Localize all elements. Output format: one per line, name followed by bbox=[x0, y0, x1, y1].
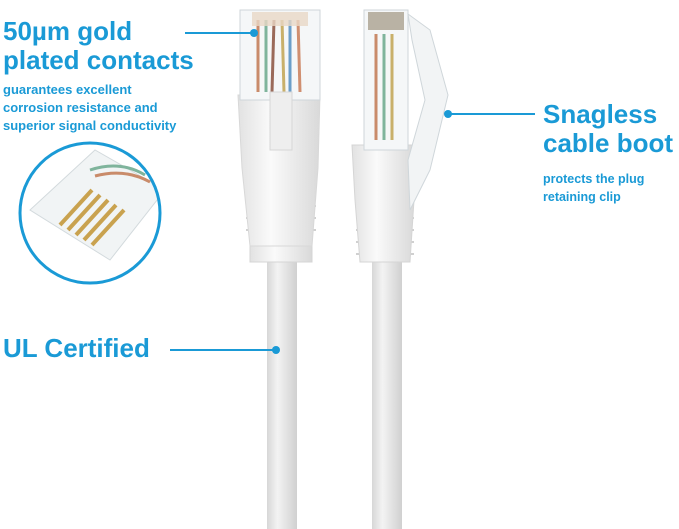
ul-certified-heading: UL Certified bbox=[3, 333, 150, 363]
cable-left bbox=[267, 255, 297, 529]
callout-snagless-boot: Snagless cable boot protects the plug re… bbox=[543, 100, 673, 206]
rj45-connector-side-icon bbox=[351, 9, 449, 263]
callout-ul-certified: UL Certified bbox=[3, 334, 150, 363]
gold-contacts-heading: 50µm gold plated contacts bbox=[3, 16, 194, 75]
leader-line-boot bbox=[444, 110, 535, 118]
snagless-boot-description: protects the plug retaining clip bbox=[543, 172, 645, 204]
cable-right bbox=[372, 255, 402, 529]
connector-closeup-circle-icon bbox=[18, 141, 162, 285]
snagless-boot-heading: Snagless cable boot bbox=[543, 99, 674, 158]
leader-line-ul bbox=[170, 346, 280, 354]
gold-contacts-description: guarantees excellent corrosion resistanc… bbox=[3, 82, 177, 133]
leader-line-contacts bbox=[185, 29, 258, 37]
rj45-connector-front-icon bbox=[237, 9, 321, 263]
callout-gold-contacts: 50µm gold plated contacts guarantees exc… bbox=[3, 17, 194, 135]
